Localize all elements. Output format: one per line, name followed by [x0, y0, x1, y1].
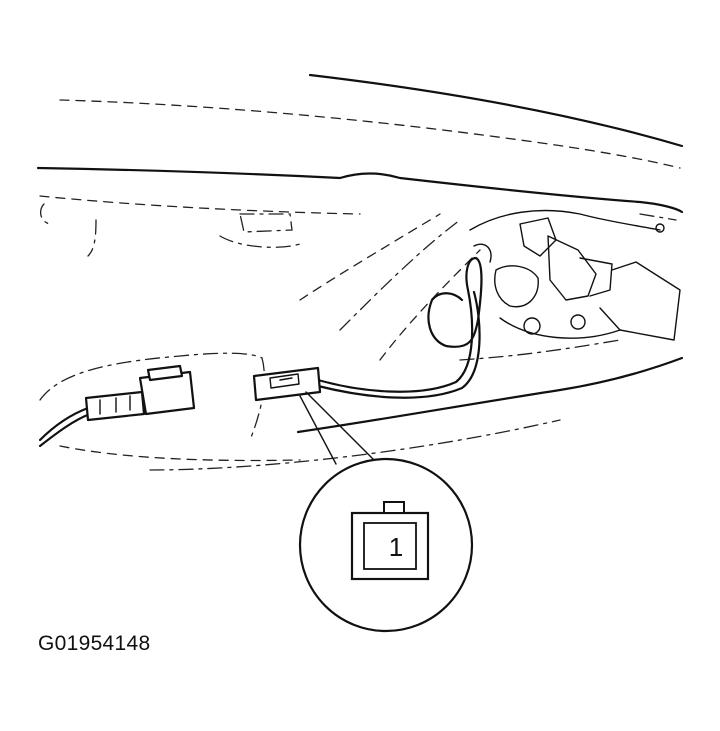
lower-trim-outline: [39, 213, 684, 471]
panel-clip-holes: [39, 203, 301, 257]
connector-lock-tab: [383, 501, 405, 514]
left-mating-connector: [38, 364, 196, 448]
target-connector: [252, 366, 322, 402]
callout-leader: [299, 391, 375, 465]
latch-mechanism: [469, 209, 681, 341]
body-panel-outline: [36, 73, 684, 215]
connector-face-inner: [363, 522, 417, 570]
pin-number-label: 1: [389, 532, 403, 562]
wire-harness: [316, 256, 483, 399]
connector-face-callout: 1: [298, 457, 474, 633]
figure-id-label: G01954148: [38, 632, 151, 655]
